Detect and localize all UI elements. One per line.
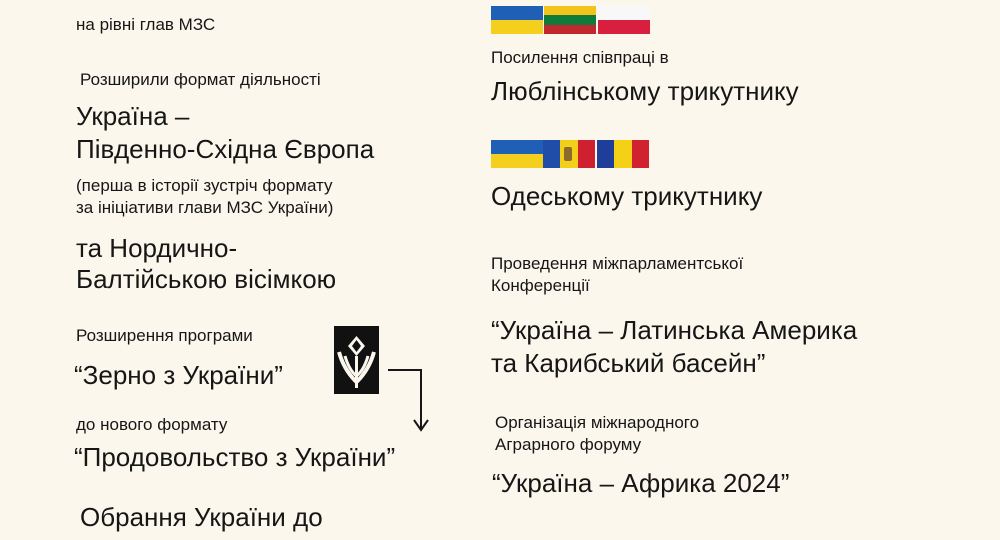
ukraine-se-europe-line1: Україна –: [76, 101, 190, 131]
election-line: Обрання України до: [80, 502, 323, 532]
flag-stripe: [543, 140, 561, 168]
wheat-ear-logo-icon: [334, 326, 379, 394]
ukraine-flag: [491, 6, 543, 34]
flag-stripe: [614, 140, 632, 168]
lublin-label: Посилення співпраці в: [491, 48, 669, 67]
odesa-triangle-title: Одеському трикутнику: [491, 181, 763, 211]
conference-label-line1: Проведення міжпарламентської: [491, 254, 744, 273]
flag-stripe: [544, 6, 596, 16]
latam-caribbean-line2: та Карибський басейн”: [491, 348, 766, 378]
arrow-right-down-icon: [386, 366, 436, 436]
forum-label-line2: Аграрного форуму: [495, 435, 642, 454]
flag-stripe: [491, 6, 543, 20]
flag-stripe: [598, 6, 650, 20]
flag-stripe: [631, 140, 649, 168]
flag-stripe: [597, 140, 615, 168]
flag-stripe: [491, 140, 543, 154]
latam-caribbean-line1: “Україна – Латинська Америка: [491, 315, 858, 345]
moldova-coat-of-arms-icon: [564, 147, 572, 161]
grain-from-ukraine-title: “Зерно з України”: [74, 360, 283, 390]
flag-stripe: [544, 24, 596, 34]
program-expansion-label: Розширення програми: [76, 326, 253, 345]
ukraine-se-europe-line2: Південно-Східна Європа: [76, 134, 375, 164]
first-meeting-note-line2: за ініціативи глави МЗС України): [76, 198, 334, 217]
ukraine-flag: [491, 140, 543, 168]
flag-stripe: [491, 20, 543, 34]
ukraine-africa-2024-title: “Україна – Африка 2024”: [492, 468, 790, 498]
new-format-label: до нового формату: [76, 415, 228, 434]
flag-stripe: [491, 154, 543, 168]
poland-flag: [598, 6, 650, 34]
first-meeting-note-line1: (перша в історії зустріч формату: [76, 176, 333, 195]
nordic-baltic-line1: та Нордично-: [76, 233, 238, 263]
lublin-triangle-title: Люблінському трикутнику: [491, 76, 799, 106]
conference-label-line2: Конференції: [491, 276, 590, 295]
forum-label-line1: Організація міжнародного: [495, 413, 700, 432]
flag-stripe: [577, 140, 595, 168]
food-from-ukraine-title: “Продовольство з України”: [74, 442, 396, 472]
romania-flag: [597, 140, 649, 168]
flag-stripe: [598, 20, 650, 34]
flag-stripe: [544, 15, 596, 25]
expanded-format-label: Розширили формат діяльності: [80, 70, 321, 89]
nordic-baltic-line2: Балтійською вісімкою: [76, 264, 337, 294]
top-line-text: на рівні глав МЗС: [76, 15, 216, 34]
lithuania-flag: [544, 6, 596, 34]
